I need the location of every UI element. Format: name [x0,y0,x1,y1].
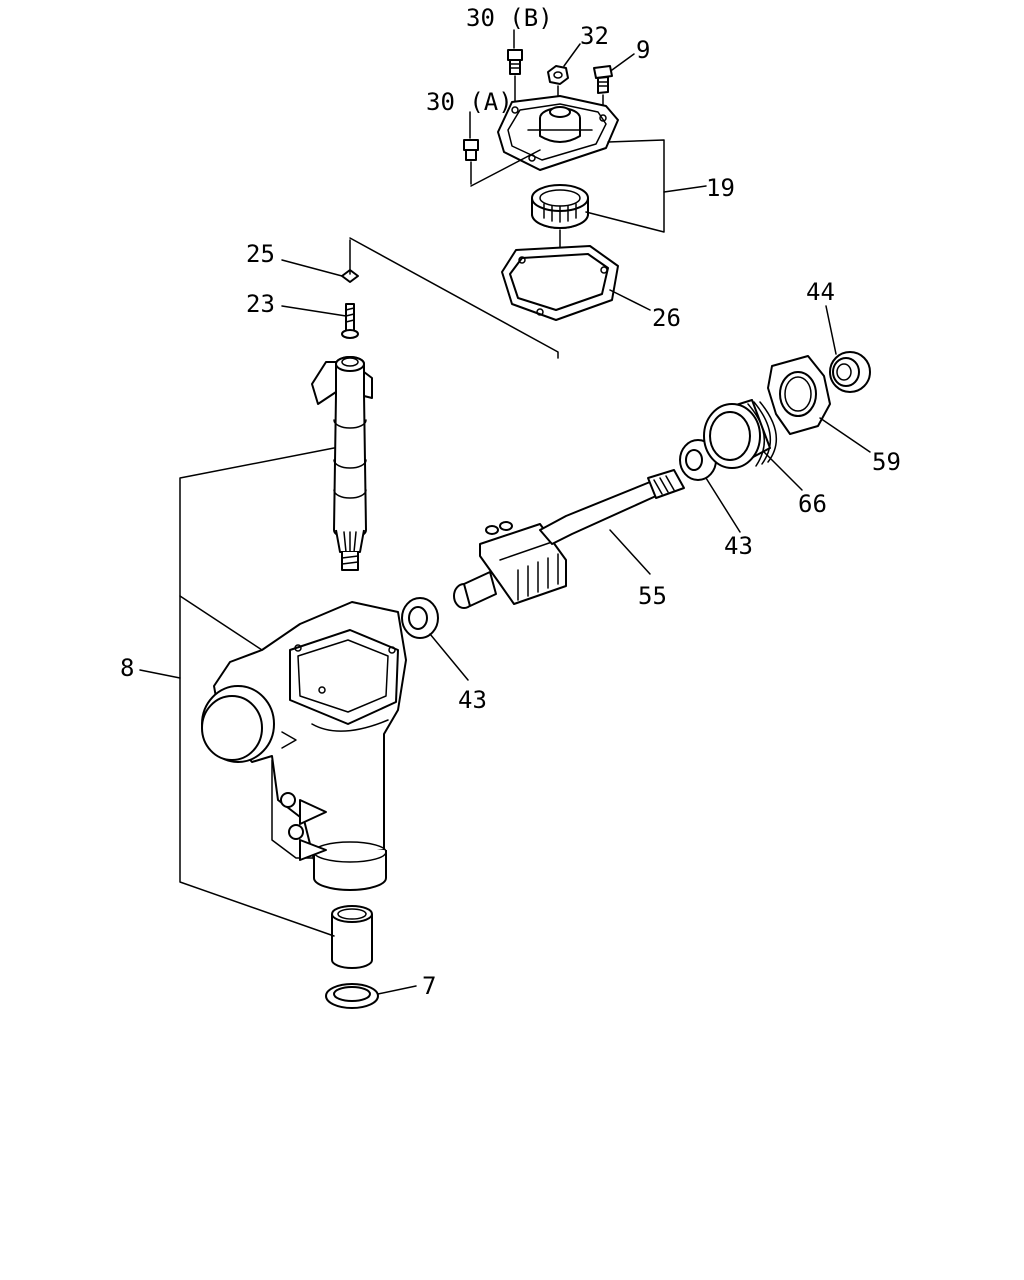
label-30b: 30 (B) [466,4,553,32]
part-26-gasket [501,245,619,321]
part-7-seal [325,983,379,1009]
part-23-screw [341,303,359,339]
label-44: 44 [806,278,835,306]
leader-26 [609,289,651,311]
gear-housing [201,601,407,891]
leader-44 [825,305,837,355]
part-25-plate [341,269,359,283]
bracket-25-26 [349,237,559,359]
cover-plate [497,95,619,171]
part-66-adjust-plug [703,399,778,469]
part-30b-bolt [507,49,523,109]
label-66: 66 [798,490,827,518]
part-59-lock-nut [767,355,831,435]
leader-59 [819,417,871,453]
label-25: 25 [246,240,275,268]
label-43-upper: 43 [724,532,753,560]
label-30a: 30 (A) [426,88,513,116]
part-43-seal-lower [401,597,439,639]
label-32: 32 [580,22,609,50]
bracket-19 [585,139,665,233]
leader-9 [611,53,635,71]
leader-43-upper [705,477,741,533]
label-7: 7 [422,972,436,1000]
bushing [331,905,373,969]
leader-8-housing [179,595,263,651]
part-55-worm-shaft [453,469,685,609]
part-30a-bolt [463,139,479,185]
leader-66 [763,451,803,491]
leader-8 [139,669,181,679]
leader-19 [663,185,707,193]
leader-7 [377,985,417,995]
label-8: 8 [120,654,134,682]
leader-43-lower [429,633,469,681]
label-23: 23 [246,290,275,318]
label-26: 26 [652,304,681,332]
part-32-nut [547,65,569,105]
bracket-8 [179,447,335,937]
leader-32 [563,43,581,67]
leader-30a-cover [470,149,541,187]
label-55: 55 [638,582,667,610]
leader-25 [281,259,343,277]
part-19-bearing [531,184,589,229]
leader-55 [609,529,651,575]
label-59: 59 [872,448,901,476]
label-19: 19 [706,174,735,202]
sector-shaft [311,356,373,571]
part-44-bearing [829,351,871,393]
leader-23 [281,305,347,317]
label-43-lower: 43 [458,686,487,714]
label-9: 9 [636,36,650,64]
